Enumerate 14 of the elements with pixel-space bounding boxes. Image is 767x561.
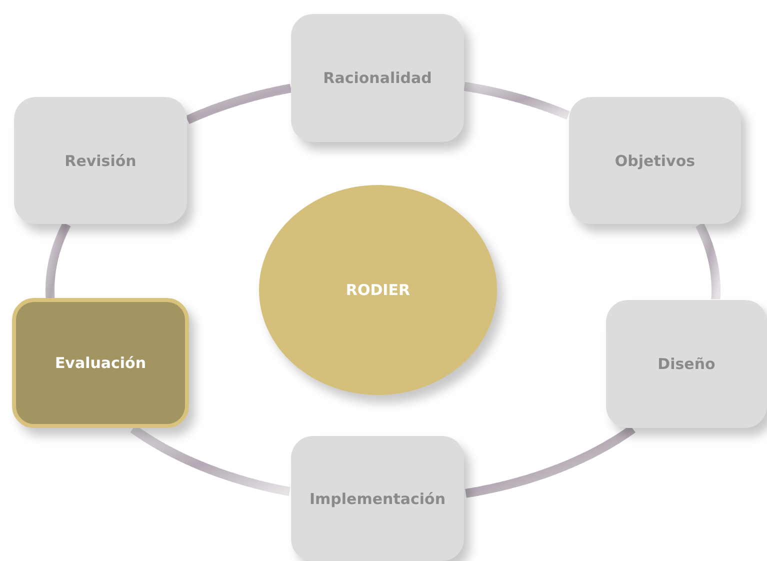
node-label: Evaluación bbox=[54, 354, 146, 372]
node-label: Racionalidad bbox=[323, 69, 432, 87]
node-label: Implementación bbox=[309, 490, 446, 508]
stage-box bbox=[14, 97, 187, 224]
stage-box bbox=[12, 298, 189, 428]
stage-box bbox=[291, 14, 464, 142]
node-label: Revisión bbox=[64, 152, 136, 170]
ring-connector bbox=[463, 425, 636, 498]
stage-box bbox=[291, 436, 464, 561]
node-label: Diseño bbox=[658, 355, 716, 373]
node-label: Objetivos bbox=[614, 152, 696, 170]
node-label: RODIER bbox=[346, 281, 410, 299]
stage-box bbox=[606, 300, 767, 428]
stage-box bbox=[569, 97, 741, 224]
